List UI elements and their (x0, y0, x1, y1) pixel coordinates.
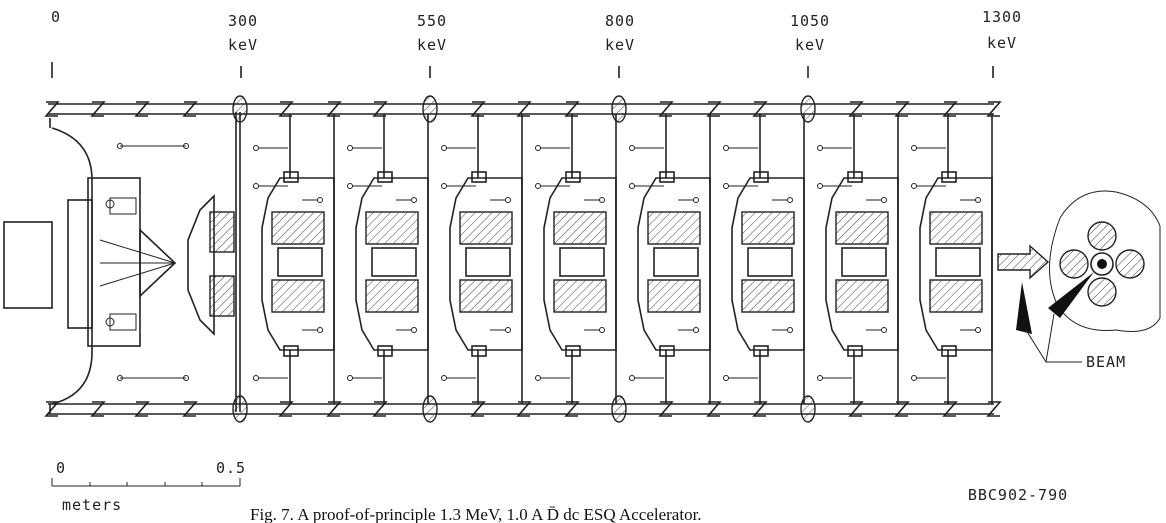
beam-label: BEAM (1086, 353, 1126, 371)
energy-label-300-unit: keV (228, 36, 258, 54)
scale-bar: 0 0.5 meters (51, 459, 246, 514)
quadrupole-cross-section: BEAM (1016, 190, 1161, 371)
quad-rod-left (1059, 249, 1089, 279)
energy-label-550-unit: keV (417, 36, 447, 54)
energy-label-800-unit: keV (605, 36, 635, 54)
extraction-electrode (187, 112, 241, 412)
quad-rod-right (1115, 249, 1145, 279)
esq-module (253, 114, 335, 404)
support-rails (44, 95, 1002, 423)
energy-label-0-value: 0 (51, 8, 61, 26)
energy-label-800-value: 800 (605, 12, 635, 30)
energy-label-550-value: 550 (417, 12, 447, 30)
quad-rod-bottom (1087, 277, 1117, 307)
energy-label-1050-value: 1050 (790, 12, 830, 30)
energy-label-1050-unit: keV (795, 36, 825, 54)
esq-modules (117, 114, 993, 404)
beam-spot (1097, 259, 1107, 269)
energy-label-1300-unit: keV (987, 34, 1017, 52)
esq-module (347, 114, 429, 404)
ion-source (3, 118, 177, 414)
quad-rod-top (1087, 221, 1117, 251)
energy-labels: 0 300 keV 550 keV 800 keV 1050 keV 1300 … (51, 8, 1022, 78)
energy-label-300-value: 300 (228, 12, 258, 30)
esq-module (817, 114, 899, 404)
esq-module (535, 114, 617, 404)
scale-unit: meters (62, 496, 122, 514)
figure-caption: Fig. 7. A proof-of-principle 1.3 MeV, 1.… (250, 505, 702, 523)
esq-module (629, 114, 711, 404)
esq-module (723, 114, 805, 404)
esq-module (911, 114, 993, 404)
scale-end: 0.5 (216, 459, 246, 477)
scale-start: 0 (56, 459, 66, 477)
energy-label-1300-value: 1300 (982, 8, 1022, 26)
beam-direction-arrow (997, 244, 1050, 280)
esq-module (441, 114, 523, 404)
figure-id: BBC902-790 (968, 486, 1068, 504)
